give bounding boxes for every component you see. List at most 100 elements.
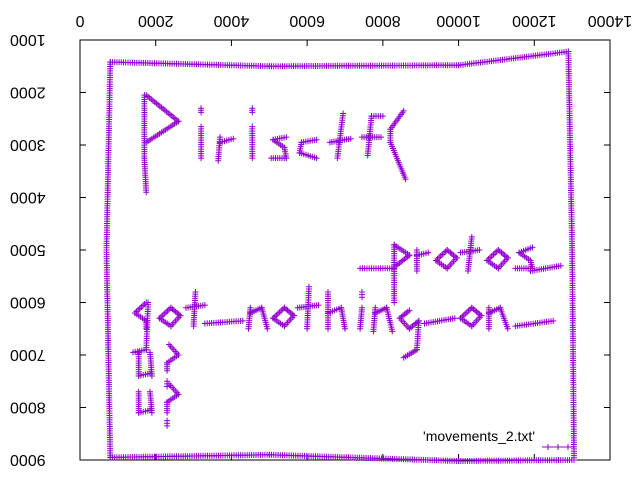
- data-stroke: [432, 247, 460, 272]
- data-point: [391, 299, 398, 306]
- y-tick-label: 5000: [10, 241, 46, 258]
- data-stroke: [413, 249, 432, 259]
- data-point: [143, 139, 150, 146]
- plot-marks: [103, 48, 577, 464]
- data-stroke: [387, 107, 409, 183]
- data-stroke: [130, 299, 152, 356]
- data-stroke: [326, 135, 354, 146]
- data-point: [201, 302, 208, 309]
- y-tick-label: 9000: [10, 451, 46, 468]
- legend-label: 'movements_2.txt': [423, 428, 535, 444]
- data-stroke: [103, 48, 577, 464]
- data-stroke: [249, 123, 256, 162]
- data-point: [190, 323, 197, 330]
- data-stroke: [201, 317, 246, 327]
- data-point: [164, 409, 171, 416]
- data-stroke: [457, 304, 485, 330]
- data-point: [504, 325, 511, 332]
- data-stroke: [364, 113, 386, 159]
- data-stroke: [372, 304, 396, 335]
- data-point: [239, 317, 246, 324]
- data-stroke: [359, 134, 384, 141]
- x-tick-label: 0: [75, 12, 84, 29]
- data-stroke: [183, 302, 208, 311]
- data-stroke: [485, 304, 492, 332]
- data-point: [495, 247, 502, 253]
- data-point: [164, 422, 171, 429]
- data-stroke: [396, 307, 422, 361]
- data-stroke: [334, 110, 347, 162]
- data-stroke: [304, 283, 312, 332]
- data-point: [468, 304, 475, 311]
- data-stroke: [135, 388, 153, 416]
- y-tick-label: 4000: [10, 189, 46, 206]
- data-point: [325, 325, 331, 332]
- x-tick-label: 2000: [138, 12, 174, 29]
- data-stroke: [135, 349, 153, 379]
- data-stroke: [357, 304, 365, 332]
- data-point: [389, 328, 396, 335]
- y-tick-label: 7000: [10, 346, 46, 363]
- data-point: [164, 367, 171, 374]
- data-stroke: [294, 302, 322, 311]
- data-stroke: [164, 341, 182, 374]
- data-stroke: [143, 92, 182, 146]
- data-stroke: [245, 304, 254, 332]
- data-point: [313, 155, 320, 162]
- data-stroke: [359, 289, 365, 301]
- data-point: [198, 155, 205, 162]
- data-stroke: [215, 134, 224, 164]
- data-point: [364, 152, 371, 159]
- data-point: [304, 325, 311, 332]
- data-stroke: [391, 241, 398, 306]
- data-point: [167, 304, 174, 311]
- x-tick-label: 14000: [588, 12, 633, 29]
- data-point: [249, 155, 256, 162]
- data-stroke: [147, 388, 155, 416]
- y-tick-label: 2000: [10, 84, 46, 101]
- data-point: [557, 262, 564, 269]
- x-tick-label: 4000: [214, 12, 250, 29]
- data-stroke: [296, 136, 320, 162]
- y-tick-label: 3000: [10, 136, 46, 153]
- data-stroke: [247, 304, 271, 332]
- data-stroke: [325, 304, 348, 332]
- data-stroke: [198, 105, 205, 116]
- data-stroke: [268, 134, 290, 162]
- data-stroke: [421, 315, 458, 327]
- data-point: [400, 354, 407, 361]
- data-point: [148, 409, 155, 416]
- data-stroke: [457, 247, 483, 256]
- data-point: [342, 325, 348, 332]
- x-tick-label: 6000: [289, 12, 325, 29]
- data-stroke: [249, 105, 256, 116]
- data-stroke: [164, 380, 182, 416]
- data-stroke: [156, 304, 184, 330]
- data-point: [444, 247, 451, 253]
- data-point: [281, 304, 288, 311]
- data-stroke: [270, 304, 297, 330]
- data-point: [425, 249, 432, 256]
- data-point: [451, 315, 458, 322]
- legend-marker: [545, 444, 551, 450]
- data-stroke: [413, 247, 420, 274]
- data-stroke: [198, 123, 205, 162]
- data-point: [107, 59, 114, 66]
- data-stroke: [512, 317, 557, 330]
- data-point: [512, 265, 519, 272]
- data-point: [413, 268, 420, 274]
- x-tick-label: 12000: [512, 12, 557, 29]
- data-point: [334, 155, 341, 162]
- data-point: [148, 373, 155, 379]
- data-stroke: [527, 262, 564, 274]
- data-stroke: [485, 304, 511, 332]
- data-point: [485, 325, 492, 332]
- data-point: [249, 109, 256, 116]
- data-point: [347, 135, 354, 142]
- data-point: [476, 247, 483, 253]
- data-point: [393, 262, 400, 269]
- data-point: [315, 302, 322, 309]
- data-point: [550, 317, 557, 324]
